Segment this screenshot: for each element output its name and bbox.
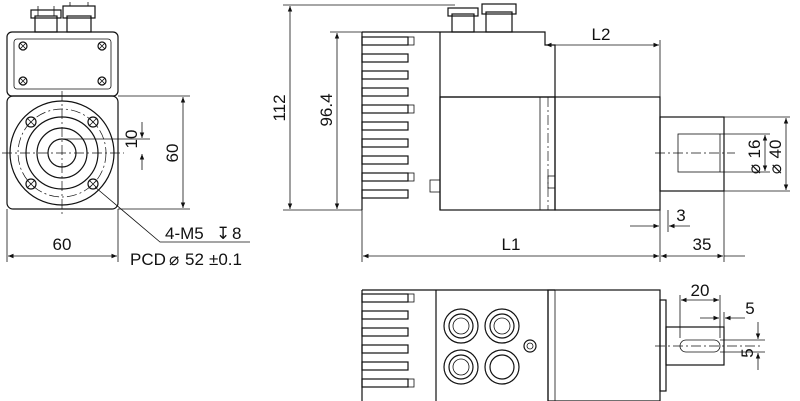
- front-view: [2, 2, 250, 262]
- pilot-dia-value: 40: [766, 140, 785, 159]
- shaft-dia-value: 16: [745, 140, 764, 159]
- dim-l2: L2: [592, 25, 611, 44]
- diameter-icon: ⌀: [766, 164, 785, 174]
- pcd-value: 52: [185, 250, 204, 269]
- shaft: [659, 116, 725, 192]
- dim-front-width: 60: [53, 235, 72, 254]
- heatsink-fins: [361, 293, 415, 388]
- dim-shaft-offset: 10: [122, 130, 141, 149]
- dim-key-width: 5: [738, 348, 757, 357]
- depth-icon: ↧: [216, 224, 230, 243]
- connector-icon: [30, 2, 96, 33]
- flange-square: [6, 95, 119, 210]
- dim-shaft-length: 35: [693, 235, 712, 254]
- dim-l1: L1: [502, 235, 521, 254]
- dim-shaft-dia: ⌀ 16: [745, 140, 764, 175]
- top-view: [361, 289, 765, 401]
- bolt-callout: 4-M5 ↧ 8 PCD ⌀ 52 ±0.1: [130, 224, 242, 269]
- diameter-icon: ⌀: [745, 164, 764, 174]
- screw-icon: [18, 41, 107, 86]
- connector-icon: [447, 3, 517, 33]
- diameter-icon: ⌀: [169, 250, 179, 269]
- dim-key-length: 20: [691, 281, 710, 300]
- flange: [554, 96, 661, 211]
- dim-key-offset: 5: [745, 299, 754, 318]
- dim-pilot-dia: ⌀ 40: [766, 140, 785, 175]
- pcd-label: PCD: [130, 250, 166, 269]
- dim-flange-offset: 3: [676, 206, 685, 225]
- bolt-depth: 8: [232, 224, 241, 243]
- dim-total-height: 112: [270, 94, 289, 121]
- dim-body-height: 96.4: [317, 93, 336, 126]
- bolt-spec: 4-M5: [165, 224, 204, 243]
- dim-front-height: 60: [163, 144, 182, 163]
- connector-icon: [443, 308, 537, 385]
- pcd-tolerance: ±0.1: [209, 250, 242, 269]
- bolt-hole-icon: [25, 116, 99, 190]
- side-view: [283, 3, 790, 262]
- heatsink-fins: [361, 36, 415, 199]
- motor-body: [439, 96, 556, 211]
